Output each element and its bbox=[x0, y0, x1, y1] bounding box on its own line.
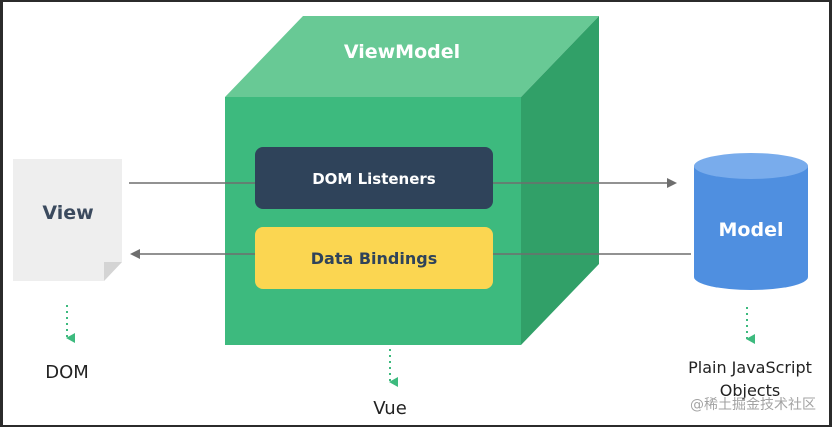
watermark: @稀土掘金技术社区 bbox=[690, 397, 816, 413]
cube-top-face bbox=[225, 16, 599, 97]
viewmodel-label: ViewModel bbox=[344, 41, 460, 63]
data-bindings-rect bbox=[255, 227, 493, 289]
vue-label: Vue bbox=[373, 398, 407, 419]
mvvm-diagram: ViewModel View Model DOM Listeners Data … bbox=[13, 16, 816, 419]
model-cylinder-body bbox=[694, 166, 808, 290]
view-page: View bbox=[13, 159, 122, 281]
model-cylinder: Model bbox=[694, 153, 808, 290]
data-bindings-label: Data Bindings bbox=[311, 249, 437, 268]
plain-js-label-line2: Objects bbox=[720, 381, 780, 400]
cube-front-face bbox=[225, 97, 521, 345]
dom-listeners-label: DOM Listeners bbox=[312, 170, 436, 188]
view-label: View bbox=[42, 202, 93, 224]
diagram-frame: ViewModel View Model DOM Listeners Data … bbox=[3, 2, 829, 425]
dom-listeners-rect bbox=[255, 147, 493, 209]
model-label: Model bbox=[719, 219, 784, 241]
dom-listeners-box: DOM Listeners bbox=[255, 147, 493, 209]
plain-js-label-line1: Plain JavaScript bbox=[688, 358, 812, 377]
model-cylinder-top bbox=[694, 153, 808, 179]
dom-label: DOM bbox=[45, 362, 89, 383]
cube-side-face bbox=[521, 16, 599, 345]
view-page-fold bbox=[104, 262, 122, 281]
viewmodel-cube: ViewModel bbox=[225, 16, 599, 345]
data-bindings-box: Data Bindings bbox=[255, 227, 493, 289]
view-page-shape bbox=[13, 159, 122, 281]
